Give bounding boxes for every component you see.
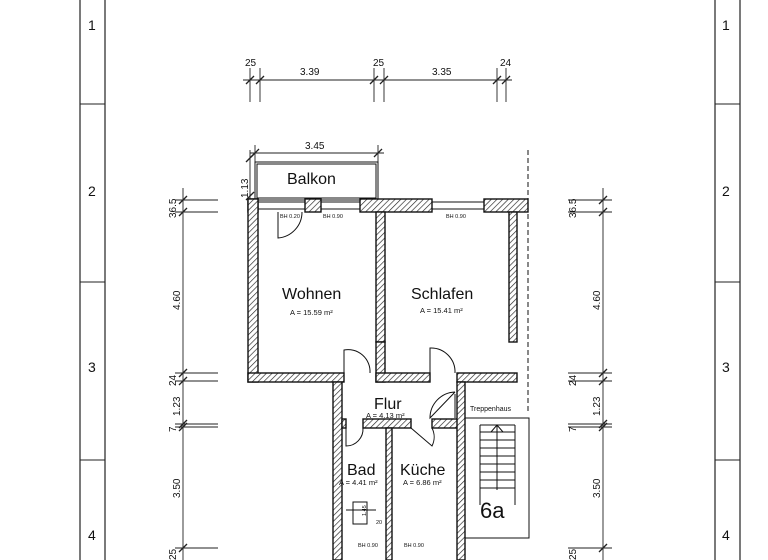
dim-top-4: 3.35 <box>432 67 452 78</box>
door-bad <box>345 427 364 447</box>
dim-balkon-width: 3.45 <box>305 141 325 152</box>
staircase: Treppenhaus 6a <box>464 150 530 539</box>
left-frame-strip: 1 2 3 4 <box>79 0 106 560</box>
room-area-schlafen: A = 15.41 m² <box>420 306 463 315</box>
door-kueche <box>410 427 435 447</box>
window-note-wohnen-2: BH 0.90 <box>323 214 343 220</box>
dim-bad-small-2: 20 <box>376 520 382 526</box>
dim-top-2: 3.39 <box>300 67 320 78</box>
grid-label-3-left: 3 <box>88 359 96 375</box>
door-flur <box>429 391 456 420</box>
room-area-bad: A = 4.41 m² <box>339 478 378 487</box>
dim-right-7: 25 <box>568 548 579 560</box>
dim-top-5: 24 <box>500 58 512 69</box>
grid-label-2-right: 2 <box>722 183 730 199</box>
bad-fixtures: 1.45 20 <box>346 501 382 526</box>
room-label-schlafen: Schlafen <box>411 286 473 303</box>
grid-label-3-right: 3 <box>722 359 730 375</box>
dim-right-6: 3.50 <box>592 478 603 498</box>
dim-balkon-depth: 1.13 <box>240 178 251 198</box>
dim-right-3: 24 <box>568 374 579 386</box>
dim-left-6: 3.50 <box>172 478 183 498</box>
door-schlafen <box>429 347 456 374</box>
room-area-flur: A = 4.13 m² <box>366 411 405 420</box>
unit-label: 6a <box>480 498 505 523</box>
right-dimension-chain: 36.5 4.60 24 1.23 7 3.50 25 <box>568 188 612 560</box>
room-label-balkon: Balkon <box>287 171 336 188</box>
dim-bad-small-1: 1.45 <box>362 505 368 516</box>
dim-top-3: 25 <box>373 58 385 69</box>
grid-label-1-left: 1 <box>88 17 96 33</box>
dim-left-3: 24 <box>168 374 179 386</box>
window-note-kueche: BH 0.90 <box>404 543 424 549</box>
dim-top-1: 25 <box>245 58 257 69</box>
window-note-schlafen: BH 0.90 <box>446 214 466 220</box>
dim-left-4: 1.23 <box>172 396 183 416</box>
room-label-wohnen: Wohnen <box>282 286 341 303</box>
dim-right-4: 1.23 <box>592 396 603 416</box>
dim-right-1: 36.5 <box>568 198 579 218</box>
door-wohnen-window <box>277 211 303 239</box>
dim-right-2: 4.60 <box>592 290 603 310</box>
grid-label-4-left: 4 <box>88 527 96 543</box>
room-area-kueche: A = 6.86 m² <box>403 478 442 487</box>
dim-right-5: 7 <box>568 426 579 432</box>
dim-left-1: 36.5 <box>168 198 179 218</box>
dim-left-5: 7 <box>168 426 179 432</box>
top-dimension-chain: 25 3.39 25 3.35 24 <box>243 58 512 102</box>
doors <box>277 211 456 447</box>
window-note-bad: BH 0.90 <box>358 543 378 549</box>
walls <box>247 198 529 560</box>
right-frame-strip: 1 2 3 4 <box>714 0 741 560</box>
dim-left-2: 4.60 <box>172 290 183 310</box>
grid-label-1-right: 1 <box>722 17 730 33</box>
window-note-wohnen-1: BH 0.20 <box>280 214 300 220</box>
room-area-wohnen: A = 15.59 m² <box>290 308 333 317</box>
room-label-flur: Flur <box>374 396 402 413</box>
grid-label-4-right: 4 <box>722 527 730 543</box>
room-label-kueche: Küche <box>400 462 445 479</box>
room-label-bad: Bad <box>347 462 375 479</box>
left-dimension-chain: 36.5 4.60 24 1.23 7 3.50 25 <box>168 188 218 560</box>
grid-label-2-left: 2 <box>88 183 96 199</box>
dim-left-7: 25 <box>168 548 179 560</box>
door-wohnen <box>343 349 371 374</box>
room-label-treppenhaus: Treppenhaus <box>470 406 511 413</box>
